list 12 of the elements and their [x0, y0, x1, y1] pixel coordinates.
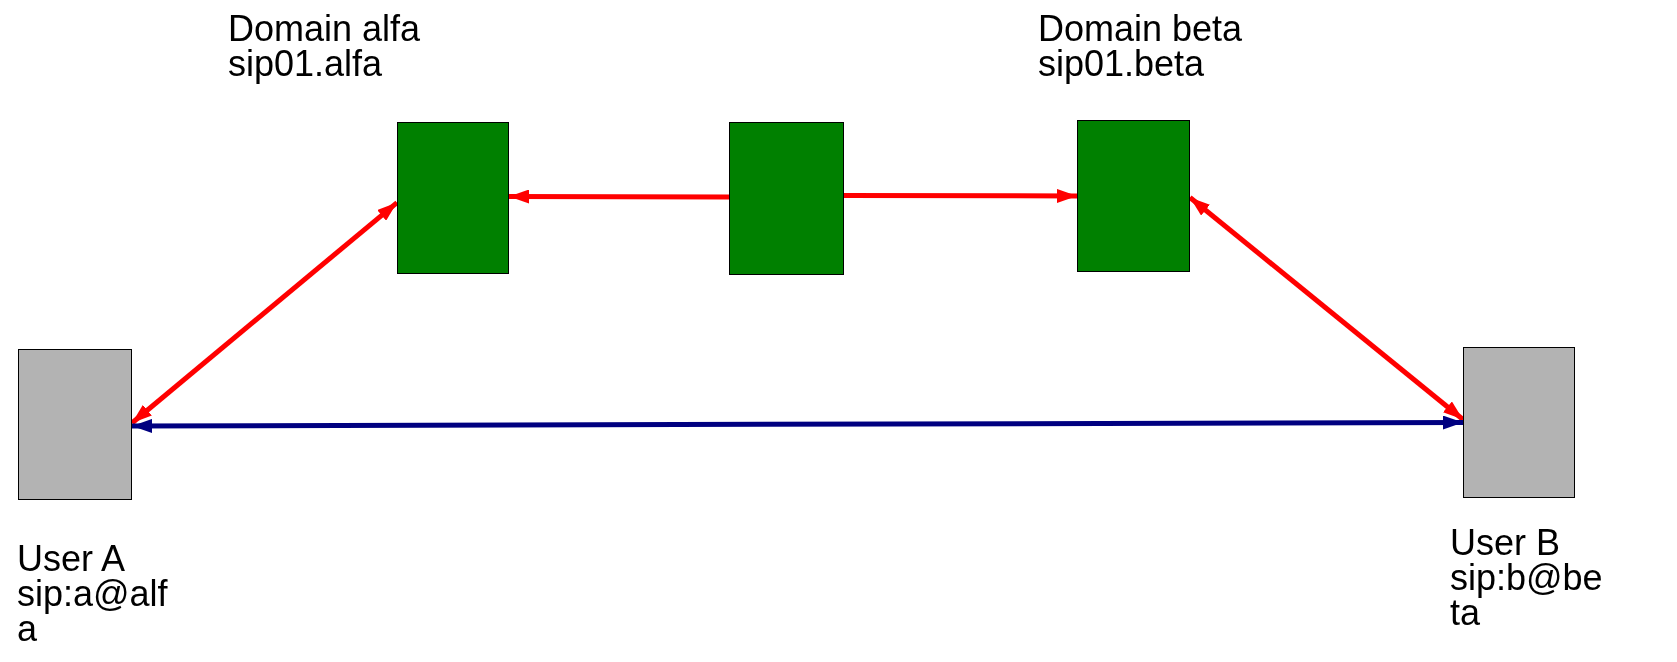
node-title: Domain beta [1038, 11, 1244, 46]
sip-address: sip:b@beta [1450, 560, 1604, 630]
node-title: User A [17, 541, 127, 576]
arrow [1188, 195, 1465, 422]
node-title: Domain alfa [228, 11, 422, 46]
arrow [509, 189, 729, 204]
arrow [130, 200, 399, 425]
node-title: User B [1450, 525, 1562, 560]
arrow [844, 188, 1077, 203]
sip-address: sip:a@alfa [17, 576, 169, 646]
arrow [132, 415, 1463, 433]
server-box [729, 122, 844, 275]
